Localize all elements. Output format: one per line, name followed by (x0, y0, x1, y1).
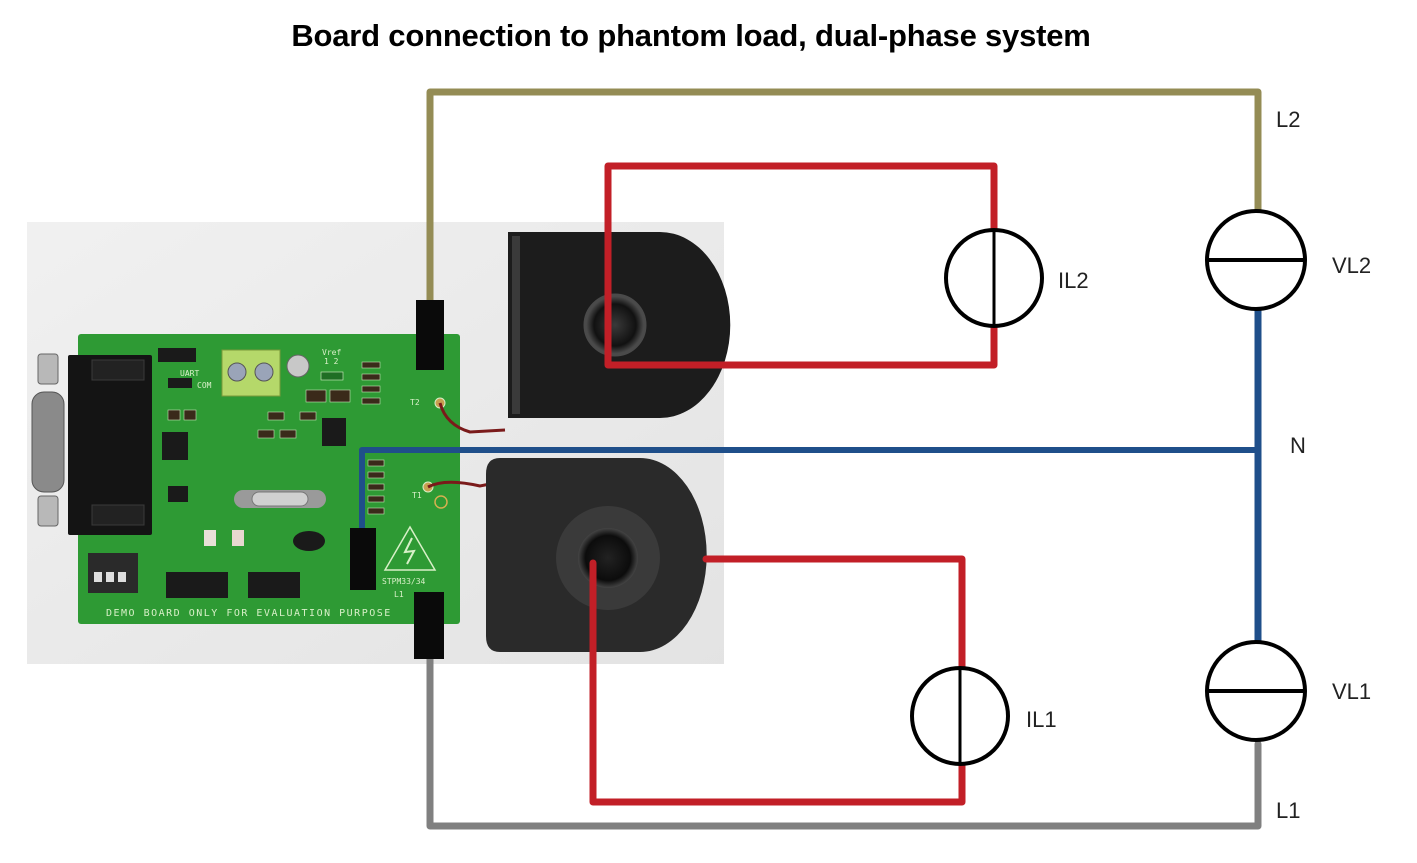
pin-header-2 (248, 572, 300, 598)
led-2 (232, 530, 244, 546)
board-silkscreen: DEMO BOARD ONLY FOR EVALUATION PURPOSE (106, 608, 392, 619)
diagram-title: Board connection to phantom load, dual-p… (291, 18, 1091, 53)
svg-text:1 2: 1 2 (324, 357, 339, 366)
label-VL1: VL1 (1332, 679, 1371, 704)
crystal (234, 490, 326, 508)
terminal-block (221, 349, 281, 397)
label-N: N (1290, 433, 1306, 458)
t1-label: T1 (412, 491, 422, 500)
transistor (293, 531, 325, 551)
current-transformer-upper (508, 232, 731, 418)
voltage-source-VL2-icon (1205, 209, 1307, 311)
vref-label: Vref (322, 348, 341, 357)
current-source-IL1-icon (910, 666, 1010, 766)
capacitor (286, 354, 310, 378)
ct2-lead-wire (438, 402, 506, 434)
label-IL2: IL2 (1058, 268, 1089, 293)
wire-IL1-loop (589, 559, 966, 806)
label-VL2: VL2 (1332, 253, 1371, 278)
wire-IL2-loop (604, 162, 998, 369)
uart-label: UART (180, 369, 199, 378)
label-IL1: IL1 (1026, 707, 1057, 732)
wire-L2 (426, 88, 1262, 309)
connector-L2 (416, 300, 444, 370)
label-L2: L2 (1276, 107, 1300, 132)
connector-L1 (414, 592, 444, 659)
ct1-lead-wire (427, 480, 501, 489)
connector-N (350, 528, 376, 590)
pin-header-1 (166, 572, 228, 598)
wire-N (359, 447, 1261, 531)
current-source-IL2-icon (944, 228, 1044, 328)
demo-board: UART COM Vref 1 2 (31, 334, 506, 624)
ic-small (168, 486, 188, 502)
wire-L1 (426, 651, 1262, 830)
com-label: COM (197, 381, 212, 390)
chip-label: STPM33/34 (382, 577, 426, 586)
smd-resistors (167, 361, 385, 515)
label-L1: L1 (1276, 798, 1300, 823)
wire-IL1-loop-top (702, 555, 966, 671)
led-1 (204, 530, 216, 546)
db9-connector (31, 353, 152, 535)
board-l1-label: L1 (394, 590, 404, 599)
com-jumper (168, 378, 192, 388)
ic-transceiver (162, 432, 188, 460)
ic-stpm (322, 418, 346, 446)
t2-label: T2 (410, 398, 420, 407)
high-voltage-warning-icon (383, 525, 437, 571)
uart-header (158, 348, 196, 362)
voltage-source-VL1-icon (1205, 640, 1307, 742)
